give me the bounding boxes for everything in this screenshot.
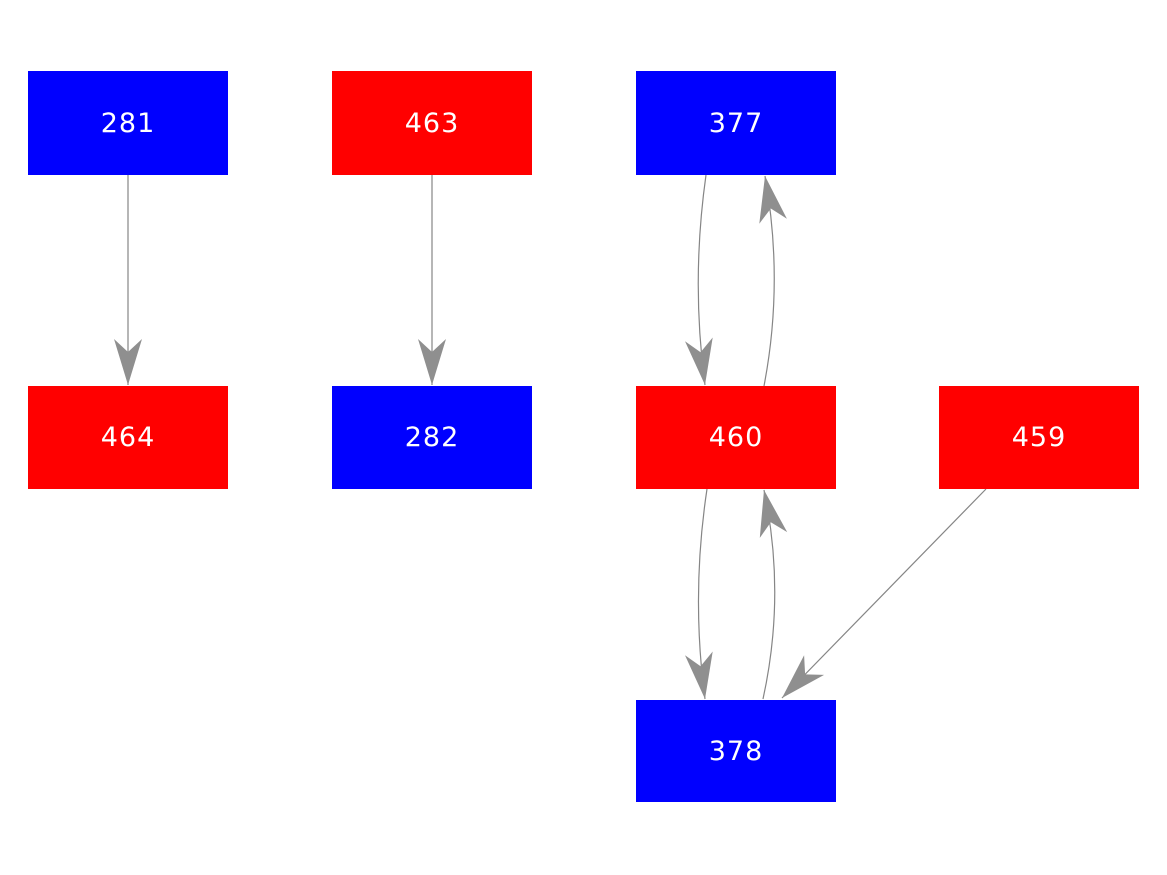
node-label-463: 463	[404, 107, 460, 139]
node-label-282: 282	[404, 422, 460, 453]
edge-arrowhead-460-378	[685, 651, 713, 699]
edge-arrowhead-459-378	[782, 655, 825, 698]
node-463: 463	[332, 71, 532, 175]
node-464: 464	[28, 386, 228, 489]
edge-arrowhead-463-282	[418, 339, 446, 385]
node-459: 459	[939, 386, 1139, 489]
node-378: 378	[636, 700, 836, 802]
node-label-377: 377	[708, 107, 764, 139]
node-label-460: 460	[708, 422, 764, 453]
node-377: 377	[636, 71, 836, 175]
node-460: 460	[636, 386, 836, 489]
edge-459-378	[781, 488, 987, 699]
node-label-281: 281	[100, 107, 156, 139]
node-label-464: 464	[100, 422, 156, 453]
node-label-378: 378	[708, 735, 764, 767]
node-282: 282	[332, 386, 532, 489]
node-label-459: 459	[1011, 422, 1067, 453]
edge-arrowhead-460-377	[759, 176, 787, 224]
edge-arrowhead-378-460	[759, 490, 788, 538]
node-281: 281	[28, 71, 228, 175]
edge-arrowhead-281-464	[114, 339, 142, 385]
edge-arrowhead-377-460	[685, 337, 713, 385]
